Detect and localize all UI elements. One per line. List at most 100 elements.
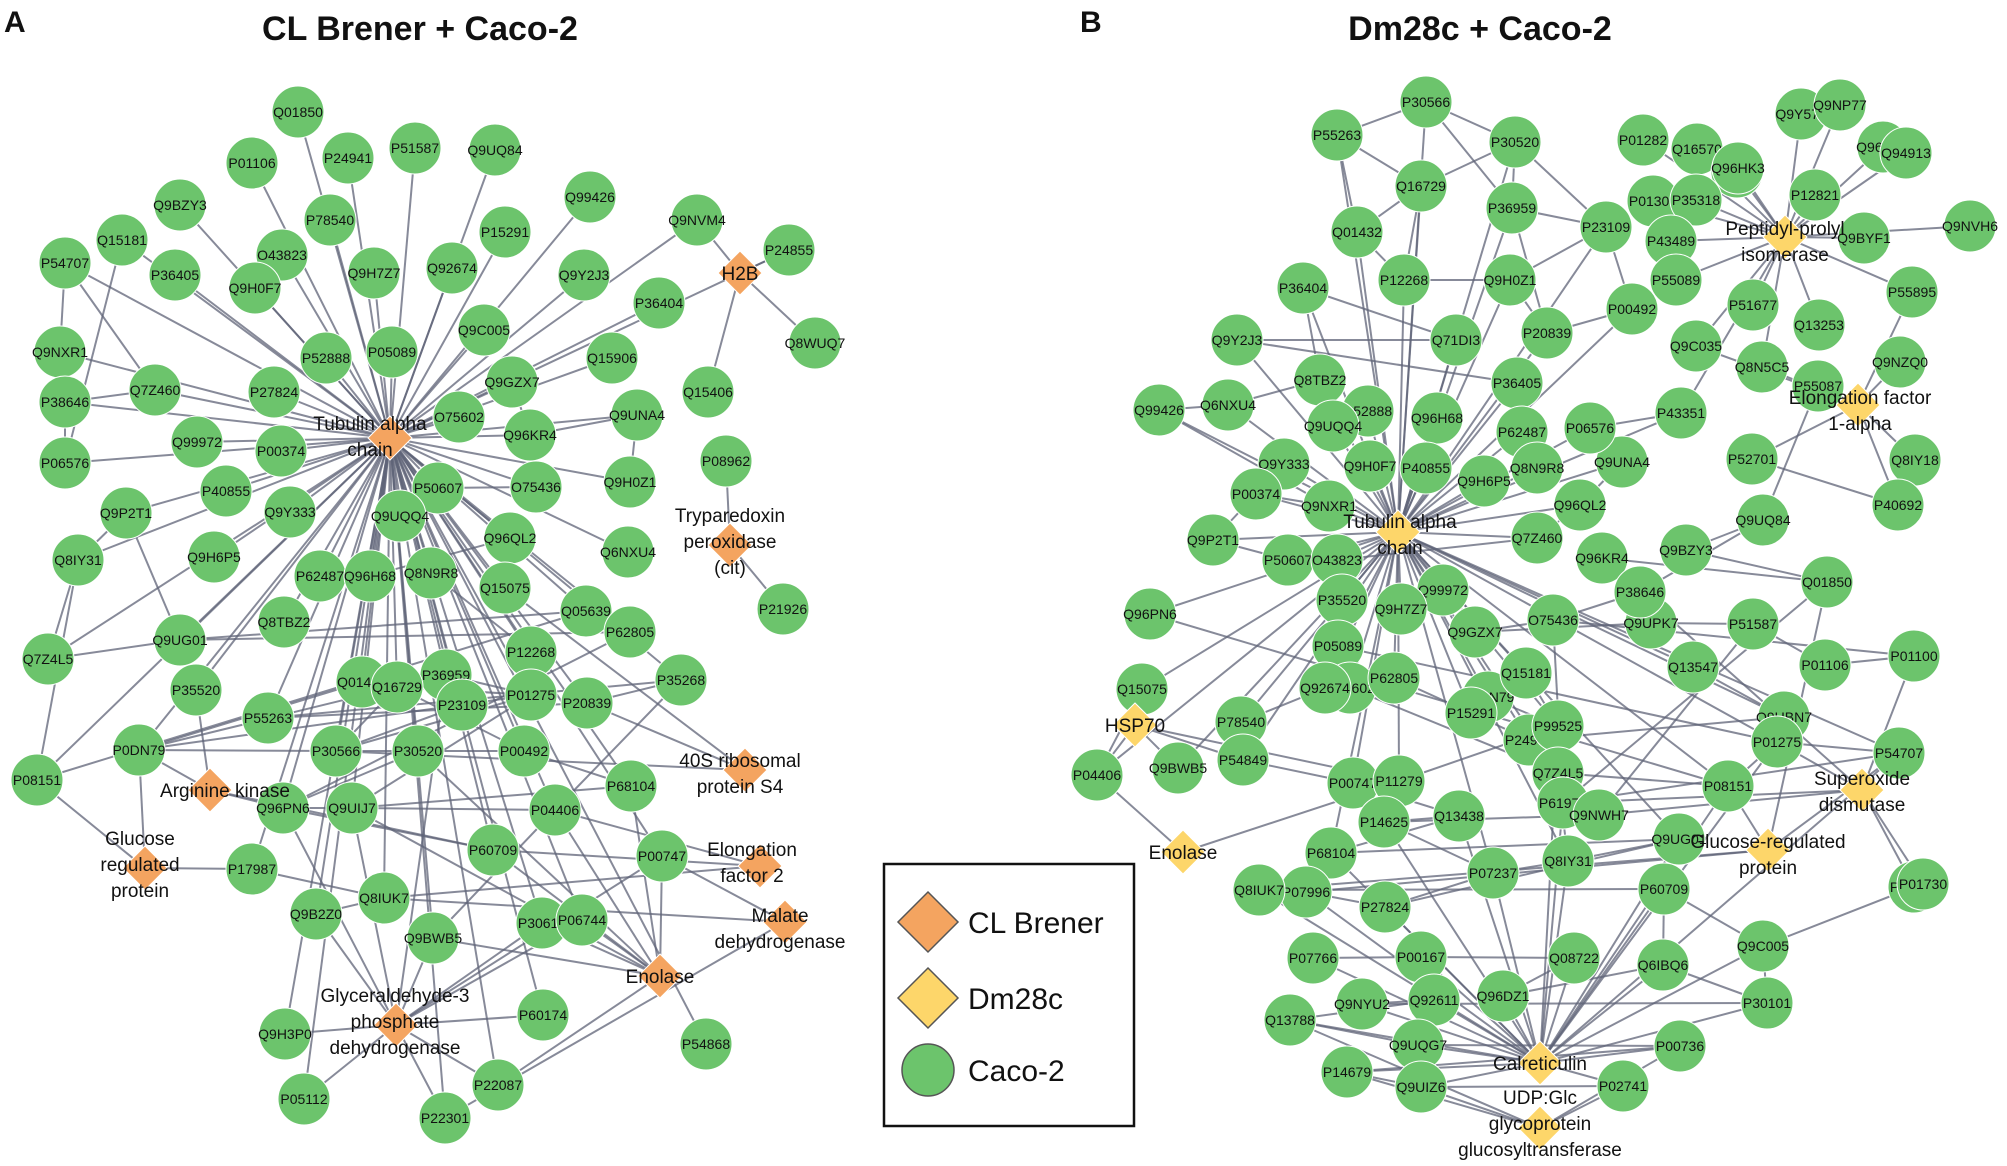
protein-node-p78540[interactable]: P78540 [303, 193, 357, 247]
protein-node-p38646[interactable]: P38646 [38, 375, 92, 429]
protein-node-p14625[interactable]: P14625 [1357, 795, 1411, 849]
protein-node-p07996[interactable]: P07996 [1279, 865, 1333, 919]
protein-node-p02741[interactable]: P02741 [1596, 1059, 1650, 1113]
protein-node-p24941[interactable]: P24941 [321, 131, 375, 185]
protein-node-q9una4[interactable]: Q9UNA4 [609, 388, 665, 442]
hub-node-eno[interactable]: Enolase [626, 953, 695, 999]
protein-node-p62805[interactable]: P62805 [1367, 651, 1421, 705]
protein-node-q9y2j3[interactable]: Q9Y2J3 [557, 248, 611, 302]
protein-node-p08151[interactable]: P08151 [1701, 759, 1755, 813]
protein-node-p01106[interactable]: P01106 [1798, 638, 1852, 692]
protein-node-q15181[interactable]: Q15181 [1499, 646, 1553, 700]
protein-node-q96pn6[interactable]: Q96PN6 [1123, 587, 1177, 641]
protein-node-q9uqg7[interactable]: Q9UQG7 [1389, 1018, 1448, 1072]
protein-node-p00374[interactable]: P00374 [254, 424, 308, 478]
protein-node-p40855[interactable]: P40855 [1399, 441, 1453, 495]
protein-node-q9h3p0[interactable]: Q9H3P0 [258, 1007, 312, 1061]
protein-node-p22301[interactable]: P22301 [418, 1091, 472, 1145]
protein-node-p00747[interactable]: P00747 [1326, 756, 1380, 810]
protein-node-p04406[interactable]: P04406 [1070, 748, 1124, 802]
protein-node-o75436[interactable]: O75436 [1526, 593, 1580, 647]
protein-node-q9h0f7[interactable]: Q9H0F7 [1343, 439, 1397, 493]
protein-node-q7z460[interactable]: Q7Z460 [128, 363, 182, 417]
protein-node-q9uiz6[interactable]: Q9UIZ6 [1394, 1060, 1448, 1114]
protein-node-p36404[interactable]: P36404 [632, 276, 686, 330]
protein-node-q96dz1[interactable]: Q96DZ1 [1476, 969, 1530, 1023]
protein-node-q9c035[interactable]: Q9C035 [1669, 319, 1723, 373]
protein-node-q16729[interactable]: Q16729 [370, 660, 424, 714]
protein-node-p35268[interactable]: P35268 [654, 653, 708, 707]
protein-node-p52701[interactable]: P52701 [1725, 432, 1779, 486]
protein-node-q15406[interactable]: Q15406 [681, 365, 735, 419]
protein-node-q9h0z1[interactable]: Q9H0Z1 [603, 455, 657, 509]
protein-node-o75602[interactable]: O75602 [432, 390, 486, 444]
protein-node-q8iy18[interactable]: Q8IY18 [1888, 433, 1942, 487]
protein-node-q9h0f7[interactable]: Q9H0F7 [228, 261, 282, 315]
protein-node-p04406[interactable]: P04406 [528, 783, 582, 837]
protein-node-p40855[interactable]: P40855 [199, 464, 253, 518]
protein-node-p00374[interactable]: P00374 [1229, 467, 1283, 521]
protein-node-p00167[interactable]: P00167 [1394, 930, 1448, 984]
protein-node-q96h68[interactable]: Q96H68 [343, 549, 397, 603]
protein-node-p36405[interactable]: P36405 [148, 248, 202, 302]
protein-node-q9nwh7[interactable]: Q9NWH7 [1569, 788, 1629, 842]
protein-node-p05112[interactable]: P05112 [277, 1072, 331, 1126]
hub-node-hsp[interactable]: HSP70 [1105, 702, 1165, 748]
protein-node-p11279[interactable]: P11279 [1372, 754, 1426, 808]
protein-node-q05639[interactable]: Q05639 [559, 584, 613, 638]
protein-node-p27824[interactable]: P27824 [247, 365, 301, 419]
protein-node-q15181[interactable]: Q15181 [95, 213, 149, 267]
protein-node-p24855[interactable]: P24855 [762, 223, 816, 277]
protein-node-p15291[interactable]: P15291 [478, 205, 532, 259]
protein-node-p00492[interactable]: P00492 [497, 724, 551, 778]
protein-node-p55087[interactable]: P55087 [1791, 359, 1845, 413]
protein-node-p35520[interactable]: P35520 [1315, 573, 1369, 627]
protein-node-q13438[interactable]: Q13438 [1432, 789, 1486, 843]
protein-node-p55895[interactable]: P55895 [1885, 265, 1939, 319]
protein-node-q9byf1[interactable]: Q9BYF1 [1837, 211, 1891, 265]
protein-node-p60709[interactable]: P60709 [466, 823, 520, 877]
protein-node-q8tbz2[interactable]: Q8TBZ2 [257, 595, 311, 649]
protein-node-p21926[interactable]: P21926 [756, 582, 810, 636]
protein-node-q96hk3[interactable]: Q96HK3 [1711, 141, 1765, 195]
protein-node-q15075[interactable]: Q15075 [1115, 662, 1169, 716]
protein-node-q9b2z0[interactable]: Q9B2Z0 [289, 887, 343, 941]
protein-node-q9c005[interactable]: Q9C005 [1736, 919, 1790, 973]
protein-node-p06576[interactable]: P06576 [1563, 401, 1617, 455]
protein-node-p43351[interactable]: P43351 [1654, 386, 1708, 440]
protein-node-p01275[interactable]: P01275 [504, 668, 558, 722]
protein-node-q9p2t1[interactable]: Q9P2T1 [99, 486, 153, 540]
protein-node-p30520[interactable]: P30520 [391, 724, 445, 778]
protein-node-p60709[interactable]: P60709 [1637, 862, 1691, 916]
protein-node-p01106[interactable]: P01106 [225, 136, 279, 190]
protein-node-p07766[interactable]: P07766 [1286, 931, 1340, 985]
protein-node-q15906[interactable]: Q15906 [585, 331, 639, 385]
protein-node-p60174[interactable]: P60174 [516, 988, 570, 1042]
protein-node-q8iy31[interactable]: Q8IY31 [1541, 834, 1595, 888]
protein-node-p30520[interactable]: P30520 [1488, 115, 1542, 169]
protein-node-p05089[interactable]: P05089 [1311, 619, 1365, 673]
protein-node-q9nvh6[interactable]: Q9NVH6 [1942, 199, 1998, 253]
protein-node-q9uij7[interactable]: Q9UIJ7 [325, 781, 379, 835]
protein-node-q01850[interactable]: Q01850 [271, 85, 325, 139]
protein-node-p40692[interactable]: P40692 [1871, 478, 1925, 532]
hub-node-ak[interactable]: Arginine kinase [160, 767, 290, 813]
protein-node-p35318[interactable]: P35318 [1669, 173, 1723, 227]
protein-node-q9p2t1[interactable]: Q9P2T1 [1186, 513, 1240, 567]
protein-node-p12268[interactable]: P12268 [1377, 253, 1431, 307]
protein-node-p23109[interactable]: P23109 [1579, 200, 1633, 254]
protein-node-p01730[interactable]: P01730 [1896, 857, 1950, 911]
protein-node-p54707[interactable]: P54707 [1872, 726, 1926, 780]
protein-node-p43489[interactable]: P43489 [1644, 214, 1698, 268]
protein-node-q9h7z7[interactable]: Q9H7Z7 [347, 246, 401, 300]
protein-node-p00492[interactable]: P00492 [1605, 282, 1659, 336]
protein-node-q96pn6[interactable]: Q96PN6 [256, 781, 310, 835]
protein-node-p36404[interactable]: P36404 [1276, 261, 1330, 315]
protein-node-q13788[interactable]: Q13788 [1263, 993, 1317, 1047]
protein-node-q9nxr1[interactable]: Q9NXR1 [1301, 479, 1357, 533]
